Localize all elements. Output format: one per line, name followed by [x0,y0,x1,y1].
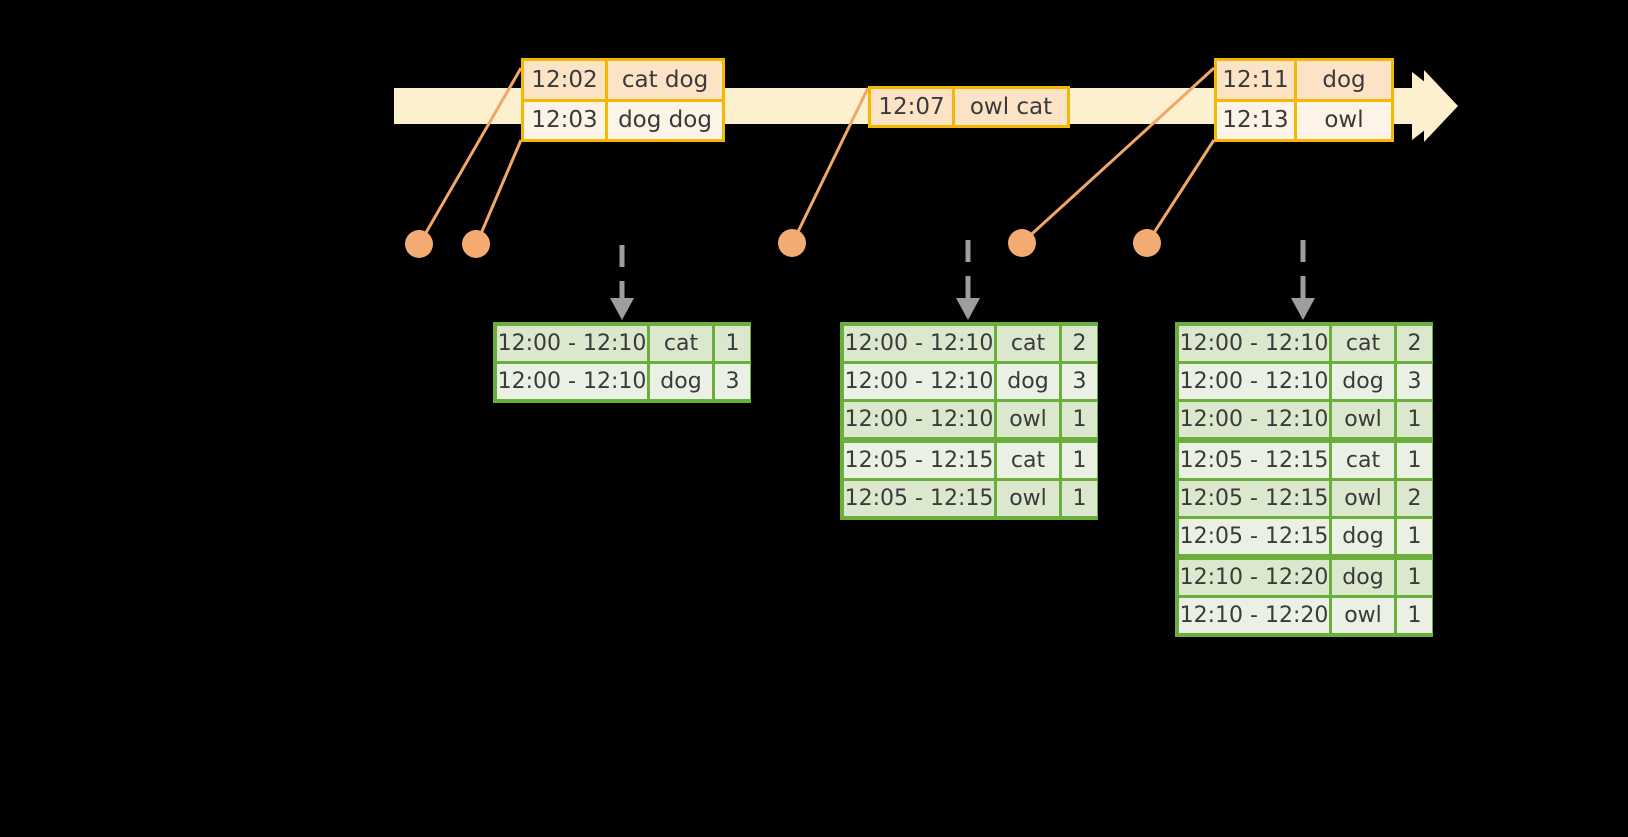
dashed-arrow-head-2 [956,298,980,320]
cell-word: dog [997,364,1059,399]
table-row: 12:10 - 12:20 dog 1 [1179,560,1432,595]
cell-count: 2 [1397,326,1432,361]
event-row: 12:13 owl [1217,98,1391,139]
table-row: 12:05 - 12:15 cat 1 [1179,443,1432,478]
cell-window: 12:05 - 12:15 [844,443,994,478]
cell-window: 12:00 - 12:10 [497,326,647,361]
table-row: 12:00 - 12:10 cat 2 [844,326,1097,361]
cell-count: 1 [1062,443,1097,478]
cell-word: owl [997,481,1059,516]
cell-count: 1 [1397,560,1432,595]
cell-word: cat [1332,326,1394,361]
cell-word: cat [997,326,1059,361]
cell-window: 12:00 - 12:10 [844,402,994,437]
cell-word: dog [650,364,712,399]
event-time: 12:02 [524,61,608,99]
cell-window: 12:00 - 12:10 [497,364,647,399]
result-table-2[interactable]: 12:00 - 12:10 cat 2 12:00 - 12:10 dog 3 … [840,322,1098,520]
connector-line-2 [475,139,523,244]
table-row: 12:05 - 12:15 owl 1 [844,481,1097,516]
table-row: 12:00 - 12:10 dog 3 [1179,364,1432,399]
cell-count: 3 [715,364,750,399]
event-words: cat dog [608,61,722,99]
cell-count: 2 [1062,326,1097,361]
event-words: dog [1297,61,1391,99]
timeline-arrow-tip [1412,72,1456,140]
table-row: 12:00 - 12:10 owl 1 [844,402,1097,437]
event-words: dog dog [608,101,722,139]
event-time: 12:11 [1217,61,1297,99]
event-box-2[interactable]: 12:07 owl cat [868,86,1070,128]
event-row: 12:07 owl cat [871,89,1067,125]
cell-word: owl [1332,402,1394,437]
cell-word: cat [650,326,712,361]
table-row: 12:05 - 12:15 cat 1 [844,443,1097,478]
cell-window: 12:00 - 12:10 [844,364,994,399]
cell-count: 1 [1062,402,1097,437]
table-row: 12:05 - 12:15 owl 2 [1179,481,1432,516]
event-dot-3 [778,229,806,257]
cell-count: 1 [1397,443,1432,478]
cell-window: 12:00 - 12:10 [1179,364,1329,399]
dashed-arrow-head-3 [1291,298,1315,320]
cell-word: owl [1332,598,1394,633]
cell-count: 1 [1397,519,1432,554]
table-row: 12:00 - 12:10 cat 1 [497,326,750,361]
connector-line-1 [418,67,523,244]
cell-window: 12:05 - 12:15 [1179,443,1329,478]
connector-line-3 [791,87,870,243]
table-row: 12:00 - 12:10 dog 3 [497,364,750,399]
cell-window: 12:10 - 12:20 [1179,560,1329,595]
cell-window: 12:00 - 12:10 [1179,326,1329,361]
dashed-arrow-head-1 [610,298,634,320]
cell-word: cat [1332,443,1394,478]
cell-window: 12:05 - 12:15 [844,481,994,516]
cell-word: cat [997,443,1059,478]
table-row: 12:05 - 12:15 dog 1 [1179,519,1432,554]
cell-count: 1 [715,326,750,361]
cell-word: dog [1332,519,1394,554]
event-time: 12:03 [524,101,608,139]
cell-count: 1 [1397,598,1432,633]
timeline-arrowhead [1412,70,1458,142]
event-dot-4 [1008,229,1036,257]
event-box-3[interactable]: 12:11 dog 12:13 owl [1214,58,1394,142]
cell-count: 3 [1397,364,1432,399]
cell-count: 1 [1397,402,1432,437]
cell-count: 3 [1062,364,1097,399]
table-row: 12:10 - 12:20 owl 1 [1179,598,1432,633]
result-table-3[interactable]: 12:00 - 12:10 cat 2 12:00 - 12:10 dog 3 … [1175,322,1433,637]
cell-word: owl [1332,481,1394,516]
event-dot-2 [462,230,490,258]
event-row: 12:03 dog dog [524,98,722,139]
event-row: 12:02 cat dog [524,61,722,99]
cell-word: owl [997,402,1059,437]
table-row: 12:00 - 12:10 owl 1 [1179,402,1432,437]
cell-count: 1 [1062,481,1097,516]
cell-window: 12:05 - 12:15 [1179,481,1329,516]
table-row: 12:00 - 12:10 cat 2 [1179,326,1432,361]
cell-word: dog [1332,560,1394,595]
cell-window: 12:00 - 12:10 [1179,402,1329,437]
cell-window: 12:10 - 12:20 [1179,598,1329,633]
event-dot-1 [405,230,433,258]
event-box-1[interactable]: 12:02 cat dog 12:03 dog dog [521,58,725,142]
table-row: 12:00 - 12:10 dog 3 [844,364,1097,399]
event-time: 12:13 [1217,101,1297,139]
cell-window: 12:00 - 12:10 [844,326,994,361]
cell-window: 12:05 - 12:15 [1179,519,1329,554]
event-dot-5 [1133,229,1161,257]
result-table-1[interactable]: 12:00 - 12:10 cat 1 12:00 - 12:10 dog 3 [493,322,751,403]
event-words: owl cat [955,89,1067,125]
event-words: owl [1297,101,1391,139]
cell-count: 2 [1397,481,1432,516]
event-row: 12:11 dog [1217,61,1391,99]
connector-line-5 [1146,139,1216,243]
cell-word: dog [1332,364,1394,399]
event-time: 12:07 [871,89,955,125]
